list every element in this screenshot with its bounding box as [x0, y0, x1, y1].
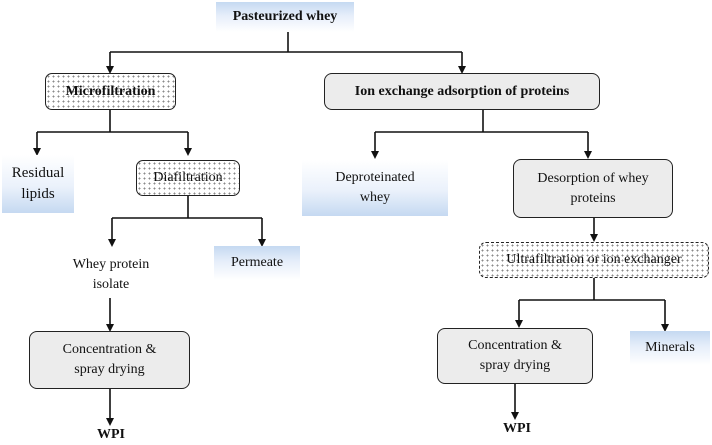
- node-desorption-whey-proteins: Desorption of whey proteins: [513, 159, 673, 218]
- node-ultrafiltration-ion-exchanger: Ultrafiltration or ion exchanger: [479, 242, 709, 278]
- node-wpi-right-label: WPI: [503, 421, 531, 437]
- node-pasteurized-whey: Pasteurized whey: [216, 2, 354, 32]
- node-concentration-left-line1: Concentration &: [62, 342, 157, 358]
- node-diafiltration: Diafiltration: [136, 160, 240, 196]
- node-ultrafiltration-label: Ultrafiltration or ion exchanger: [506, 252, 682, 268]
- node-permeate-label: Permeate: [230, 255, 284, 271]
- node-concentration-spray-drying-right: Concentration & spray drying: [437, 328, 593, 384]
- node-deproteinated-whey: Deproteinated whey: [302, 160, 448, 216]
- node-concentration-left-line2: spray drying: [74, 362, 145, 377]
- node-residual-lipids-line2: lipids: [21, 186, 55, 202]
- node-wpi-right: WPI: [492, 420, 542, 438]
- node-deproteinated-line1: Deproteinated: [335, 170, 415, 186]
- node-wpi-left: WPI: [86, 426, 136, 444]
- node-diafiltration-label: Diafiltration: [153, 170, 223, 186]
- node-pasteurized-whey-label: Pasteurized whey: [232, 9, 338, 25]
- node-microfiltration-label: Microfiltration: [65, 83, 156, 99]
- node-concentration-right-line2: spray drying: [479, 358, 551, 373]
- node-residual-lipids-line1: Residual: [11, 165, 65, 181]
- node-desorption-line2: proteins: [570, 190, 616, 206]
- node-ion-exchange-adsorption: Ion exchange adsorption of proteins: [324, 73, 600, 110]
- node-minerals-label: Minerals: [645, 340, 695, 356]
- node-ion-exchange-label: Ion exchange adsorption of proteins: [354, 83, 570, 99]
- node-minerals: Minerals: [630, 331, 710, 365]
- node-deproteinated-line2: whey: [359, 190, 391, 205]
- node-concentration-spray-drying-left: Concentration & spray drying: [29, 331, 190, 389]
- node-whey-protein-isolate-line2: isolate: [92, 277, 130, 292]
- node-residual-lipids: Residual lipids: [2, 155, 74, 213]
- node-microfiltration: Microfiltration: [45, 73, 176, 110]
- node-concentration-right-line1: Concentration &: [468, 338, 562, 354]
- node-whey-protein-isolate-line1: Whey protein: [72, 257, 150, 273]
- node-wpi-left-label: WPI: [97, 427, 125, 443]
- node-permeate: Permeate: [214, 246, 300, 280]
- node-desorption-line1: Desorption of whey: [537, 170, 649, 186]
- node-whey-protein-isolate: Whey protein isolate: [52, 252, 170, 298]
